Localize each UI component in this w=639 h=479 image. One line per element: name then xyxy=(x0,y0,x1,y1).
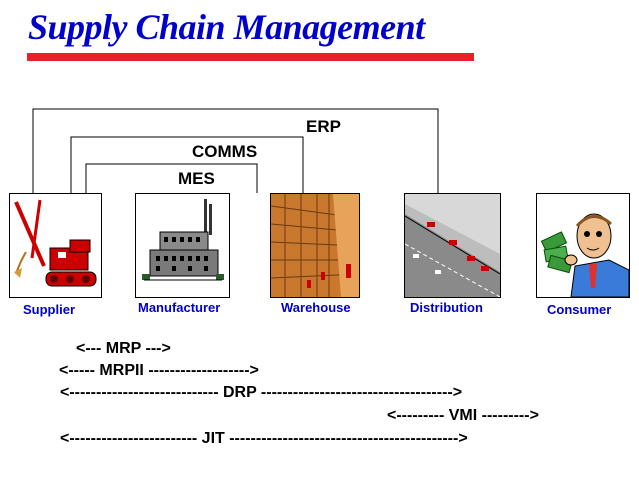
distribution-box xyxy=(404,193,501,298)
span-mrpii: <----- MRPII -------------------> xyxy=(59,362,259,379)
warehouse-shelves-icon xyxy=(271,194,359,297)
factory-icon xyxy=(142,199,224,281)
manufacturer-box xyxy=(135,193,230,298)
consumer-label: Consumer xyxy=(547,302,612,317)
comms-bracket xyxy=(70,136,304,193)
warehouse-label: Warehouse xyxy=(281,300,351,315)
consumer-box xyxy=(536,193,630,298)
warehouse-box xyxy=(270,193,360,298)
span-drp: <---------------------------- DRP ------… xyxy=(60,384,463,401)
supplier-label: Supplier xyxy=(23,302,76,317)
title-underline xyxy=(27,53,474,61)
distribution-road-icon xyxy=(405,194,500,297)
distribution-label: Distribution xyxy=(410,300,483,315)
page-title: Supply Chain Management xyxy=(28,7,425,47)
mes-label: MES xyxy=(178,169,215,188)
erp-bracket xyxy=(32,108,439,193)
supplier-box xyxy=(9,193,102,298)
span-jit: <------------------------ JIT ----------… xyxy=(60,430,468,447)
comms-label: COMMS xyxy=(192,142,258,161)
span-mrp: <--- MRP ---> xyxy=(76,340,171,357)
mes-bracket xyxy=(85,163,258,193)
span-vmi: <--------- VMI ---------> xyxy=(387,407,539,424)
manufacturer-label: Manufacturer xyxy=(138,300,221,315)
crane-icon xyxy=(14,199,97,287)
consumer-money-icon xyxy=(540,213,629,297)
erp-label: ERP xyxy=(306,117,341,136)
